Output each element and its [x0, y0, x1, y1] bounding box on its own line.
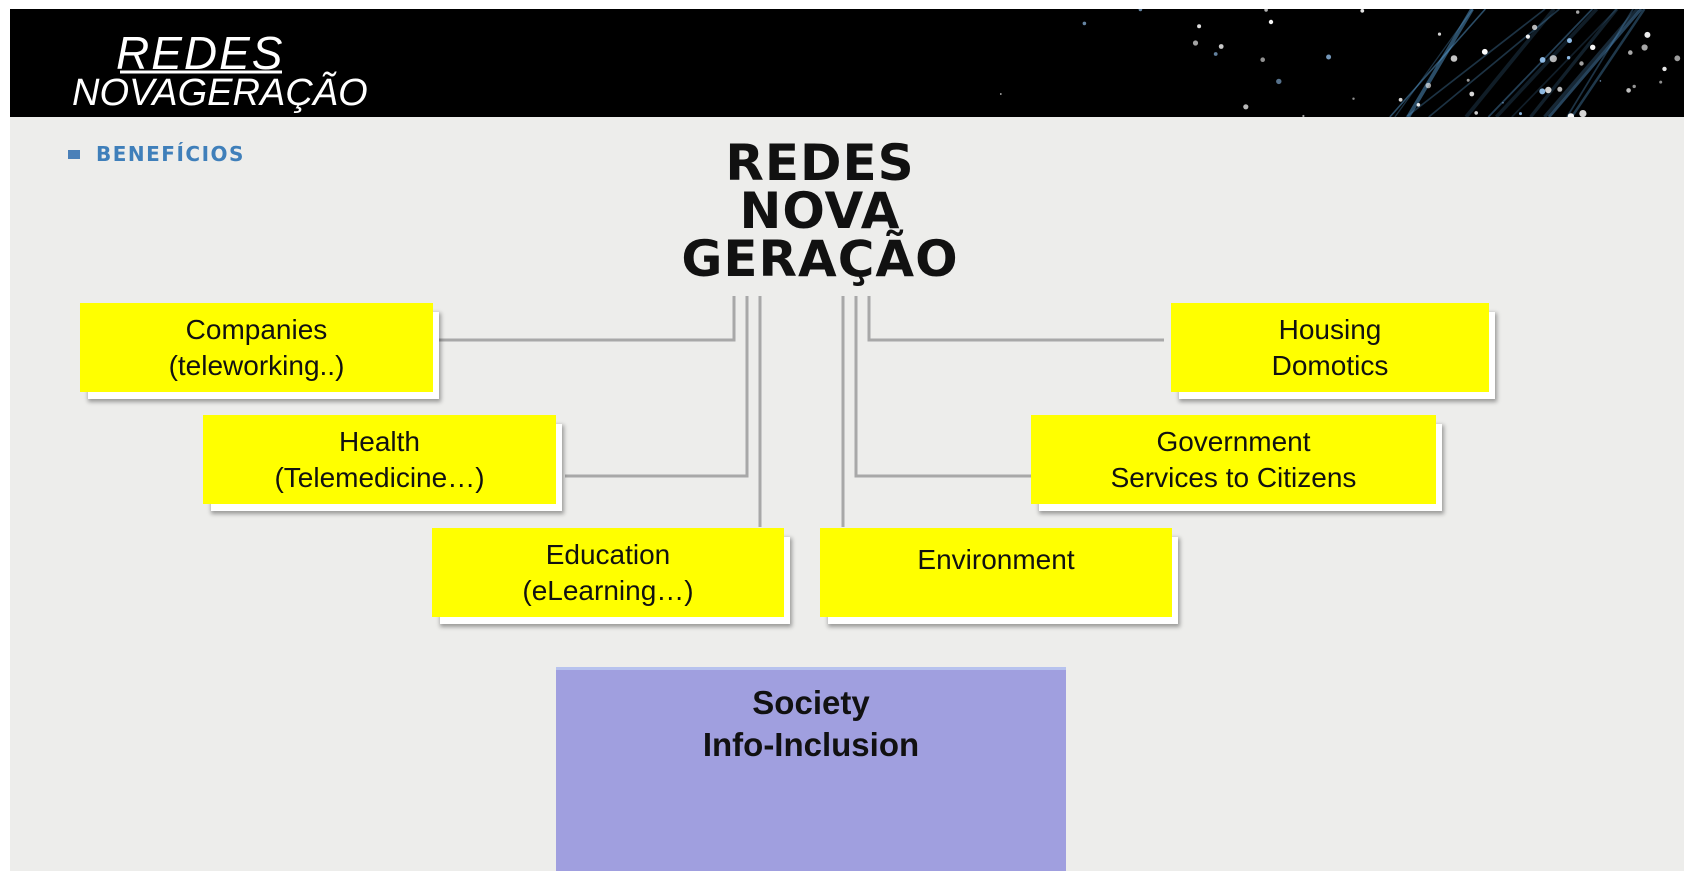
connector-government	[854, 296, 1032, 478]
companies-box: Companies (teleworking..)	[80, 303, 433, 392]
center-title-line: GERAÇÃO	[681, 230, 959, 288]
government-label: Government	[1156, 425, 1311, 457]
environment-box: Environment	[820, 528, 1172, 617]
housing-sublabel: Domotics	[1271, 349, 1389, 381]
health-label: Health	[339, 425, 420, 457]
svg-text:NOVAGERAÇÃO: NOVAGERAÇÃO	[72, 71, 368, 114]
housing-box: Housing Domotics	[1171, 303, 1489, 392]
center-title: REDES NOVA GERAÇÃO	[650, 134, 990, 288]
center-title-line: REDES	[725, 134, 915, 192]
bullet-square-icon	[68, 149, 80, 159]
government-sublabel: Services to Citizens	[1110, 461, 1357, 493]
health-box: Health (Telemedicine…)	[203, 415, 556, 504]
society-label: Society	[752, 684, 870, 721]
connector-housing	[867, 296, 1164, 342]
government-box: Government Services to Citizens	[1031, 415, 1436, 504]
education-label: Education	[545, 538, 671, 570]
connector-companies	[439, 296, 736, 342]
housing-label: Housing	[1278, 313, 1382, 345]
education-sublabel: (eLearning…)	[522, 574, 694, 606]
connector-health	[565, 296, 749, 478]
redes-nova-geracao-logo: REDES NOVAGERAÇÃO	[72, 27, 368, 114]
health-sublabel: (Telemedicine…)	[274, 461, 485, 493]
header-banner: REDES NOVAGERAÇÃO	[10, 9, 1684, 117]
section-title: BENEFÍCIOS	[96, 142, 245, 166]
center-title-line: NOVA	[739, 182, 901, 240]
society-box: Society Info-Inclusion	[556, 667, 1066, 871]
education-box: Education (eLearning…)	[432, 528, 784, 617]
companies-label: Companies	[185, 313, 328, 345]
environment-label: Environment	[917, 544, 1075, 575]
section-label: BENEFÍCIOS	[68, 142, 245, 166]
connector-lines	[439, 296, 1164, 527]
svg-text:REDES: REDES	[116, 27, 284, 79]
companies-sublabel: (teleworking..)	[168, 349, 345, 381]
fiber-optic-image	[999, 9, 1681, 117]
slide: REDES NOVAGERAÇÃO BENEFÍCIOS REDES NOVA …	[10, 9, 1684, 871]
society-sublabel: Info-Inclusion	[702, 726, 920, 763]
